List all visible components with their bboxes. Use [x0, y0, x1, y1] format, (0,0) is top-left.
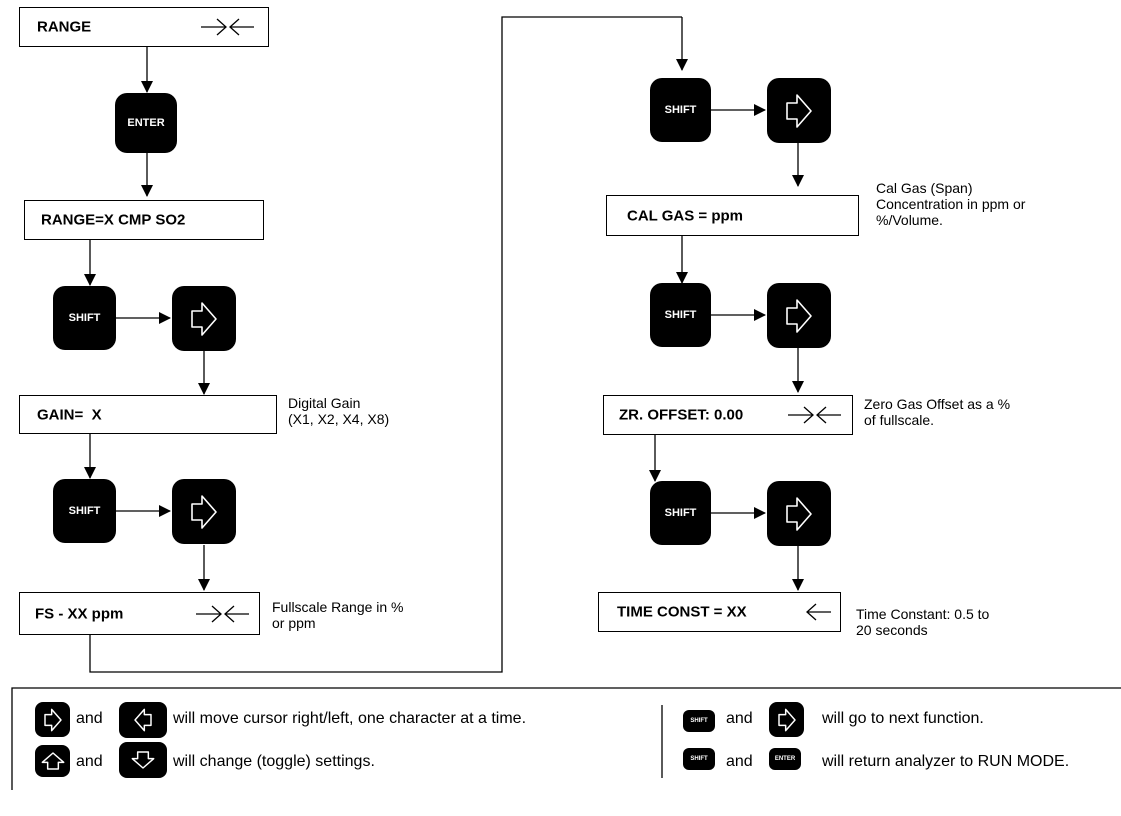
note-time-const-line: Time Constant: 0.5 to: [856, 606, 990, 622]
up-arrow-key[interactable]: [35, 745, 70, 777]
right-arrow-icon: [191, 301, 217, 336]
down-arrow-icon: [131, 751, 155, 769]
note-cal-gas-line: Cal Gas (Span): [876, 180, 973, 196]
legend-and: and: [76, 753, 103, 770]
converge-arrows-icon: [196, 605, 249, 622]
shift-key-label: SHIFT: [664, 104, 697, 116]
display-zr-offset-text: ZR. OFFSET: 0.00: [619, 406, 744, 424]
converge-arrows-icon: [788, 406, 841, 424]
display-cal-gas: CAL GAS = ppm: [606, 195, 859, 236]
right-arrow-icon: [43, 708, 62, 731]
display-range: RANGE: [19, 7, 269, 47]
note-gain-line: (X1, X2, X4, X8): [288, 411, 390, 427]
shift-key[interactable]: SHIFT: [683, 748, 715, 770]
note-time-const: Time Constant: 0.5 to 20 seconds: [856, 606, 989, 638]
shift-key-label: SHIFT: [68, 505, 101, 517]
right-arrow-key[interactable]: [35, 702, 70, 737]
display-time-const: TIME CONST = XX: [598, 592, 841, 632]
enter-key-label: ENTER: [127, 117, 165, 129]
note-fullscale-line: or ppm: [272, 615, 316, 631]
right-arrow-key[interactable]: [172, 479, 236, 544]
right-arrow-icon: [191, 494, 217, 529]
left-arrow-icon: [806, 603, 831, 621]
shift-key-label: SHIFT: [664, 309, 697, 321]
shift-key-label: SHIFT: [68, 312, 101, 324]
shift-key[interactable]: SHIFT: [53, 286, 116, 350]
display-range-select-text: RANGE=X CMP SO2: [41, 211, 186, 229]
display-range-text: RANGE: [37, 18, 92, 36]
note-time-const-line: 20 seconds: [856, 622, 928, 638]
right-arrow-icon: [786, 496, 812, 531]
down-arrow-key[interactable]: [119, 742, 167, 778]
converge-arrows-icon: [201, 18, 254, 36]
legend-move-cursor: will move cursor right/left, one charact…: [173, 710, 527, 727]
note-zr-offset: Zero Gas Offset as a % of fullscale.: [864, 396, 1010, 428]
shift-key[interactable]: SHIFT: [650, 283, 711, 347]
shift-key-label: SHIFT: [664, 507, 697, 519]
legend-toggle: will change (toggle) settings.: [173, 753, 375, 770]
display-cal-gas-text: CAL GAS = ppm: [627, 207, 743, 224]
display-zr-offset: ZR. OFFSET: 0.00: [603, 395, 853, 435]
note-cal-gas-line: %/Volume.: [876, 212, 943, 228]
left-arrow-icon: [134, 708, 152, 732]
legend-and: and: [76, 710, 103, 727]
note-gain-line: Digital Gain: [288, 395, 361, 411]
note-gain: Digital Gain (X1, X2, X4, X8): [288, 395, 389, 427]
note-cal-gas: Cal Gas (Span) Concentration in ppm or %…: [876, 180, 1025, 228]
note-fullscale-line: Fullscale Range in %: [272, 599, 404, 615]
up-arrow-icon: [41, 752, 64, 770]
right-arrow-key[interactable]: [172, 286, 236, 351]
right-arrow-icon: [786, 93, 812, 128]
right-arrow-icon: [777, 708, 796, 731]
shift-key[interactable]: SHIFT: [650, 78, 711, 142]
legend-and: and: [726, 753, 753, 770]
note-zr-offset-line: Zero Gas Offset as a %: [864, 396, 1011, 412]
right-arrow-key[interactable]: [769, 702, 804, 737]
left-arrow-key[interactable]: [119, 702, 167, 738]
shift-key-label: SHIFT: [690, 718, 708, 724]
shift-key[interactable]: SHIFT: [650, 481, 711, 545]
shift-key[interactable]: SHIFT: [683, 710, 715, 732]
note-zr-offset-line: of fullscale.: [864, 412, 935, 428]
note-cal-gas-line: Concentration in ppm or: [876, 196, 1026, 212]
legend-run-mode: will return analyzer to RUN MODE.: [822, 753, 1070, 770]
right-arrow-key[interactable]: [767, 283, 831, 348]
display-gain: GAIN= X: [19, 395, 277, 434]
right-arrow-icon: [786, 298, 812, 333]
note-fullscale: Fullscale Range in % or ppm: [272, 599, 404, 631]
right-arrow-key[interactable]: [767, 78, 831, 143]
shift-key-label: SHIFT: [690, 756, 708, 762]
display-time-const-text: TIME CONST = XX: [617, 603, 747, 621]
right-arrow-key[interactable]: [767, 481, 831, 546]
display-fullscale-text: FS - XX ppm: [35, 605, 124, 622]
enter-key-label: ENTER: [774, 756, 796, 762]
display-gain-text: GAIN= X: [37, 406, 102, 423]
shift-key[interactable]: SHIFT: [53, 479, 116, 543]
enter-key[interactable]: ENTER: [769, 748, 801, 770]
enter-key[interactable]: ENTER: [115, 93, 177, 153]
legend-next-function: will go to next function.: [822, 710, 984, 727]
display-range-select: RANGE=X CMP SO2: [24, 200, 264, 240]
legend-and: and: [726, 710, 753, 727]
display-fullscale: FS - XX ppm: [19, 592, 260, 635]
